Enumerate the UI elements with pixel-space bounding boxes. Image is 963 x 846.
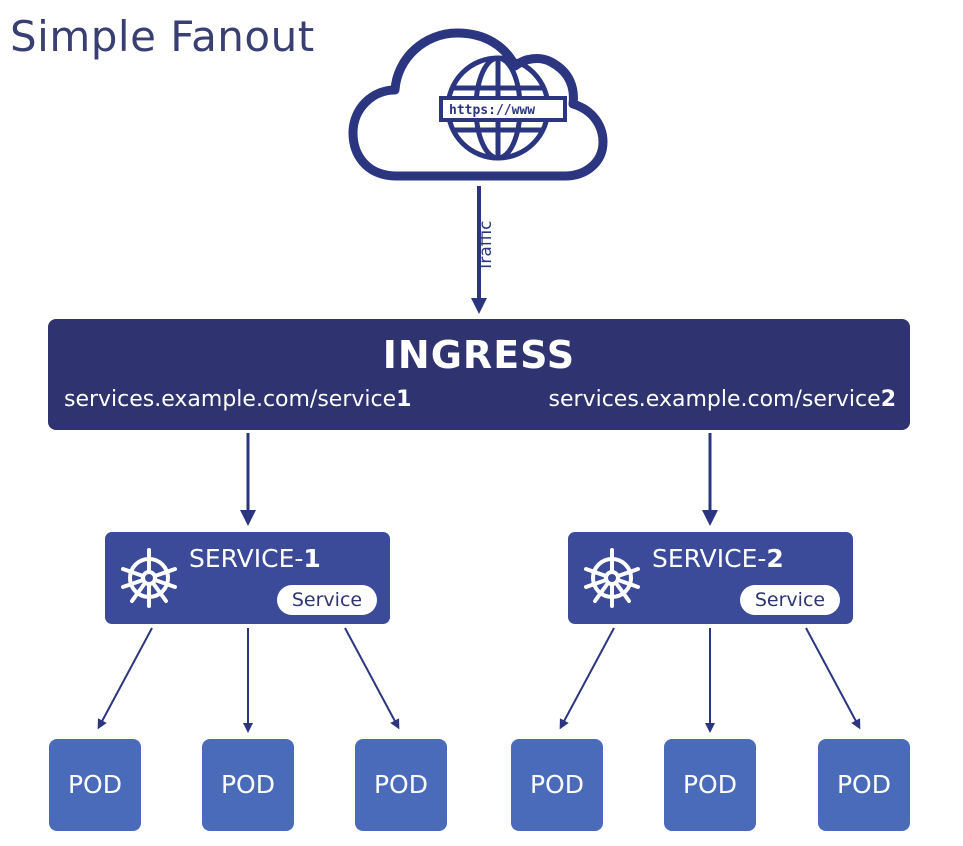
route-1-suffix: 1 <box>396 387 412 412</box>
service-1-box: SERVICE-1 Service <box>105 532 390 624</box>
ingress-route-1: services.example.com/service1 <box>64 387 411 412</box>
service-2-box: SERVICE-2 Service <box>568 532 853 624</box>
service-1-title-suffix: 1 <box>303 544 321 573</box>
service-2-title-suffix: 2 <box>766 544 784 573</box>
route-2-prefix: services.example.com/service <box>548 387 881 412</box>
service-2-to-pod-4-arrow <box>559 627 615 730</box>
pod-box: POD <box>818 739 910 831</box>
traffic-label: Traffic <box>476 220 496 272</box>
pod-box: POD <box>202 739 294 831</box>
ingress-title: INGRESS <box>382 333 576 377</box>
route-2-suffix: 2 <box>880 387 896 412</box>
service-2-to-pod-6-arrow <box>805 627 861 730</box>
service-1-title: SERVICE-1 <box>189 544 321 573</box>
pod-box: POD <box>664 739 756 831</box>
service-2-badge: Service <box>740 585 840 615</box>
pod-box: POD <box>355 739 447 831</box>
service-2-title-prefix: SERVICE- <box>652 544 767 573</box>
diagram-title: Simple Fanout <box>10 12 315 61</box>
ingress-route-2: services.example.com/service2 <box>549 387 896 412</box>
service-1-to-pod-1-arrow <box>97 627 153 730</box>
kubernetes-helm-icon <box>584 548 640 608</box>
cloud-url-label: https://www <box>449 103 535 118</box>
service-1-to-pod-3-arrow <box>344 627 400 730</box>
service-2-title: SERVICE-2 <box>652 544 784 573</box>
service-1-badge: Service <box>277 585 377 615</box>
ingress-box: INGRESS services.example.com/service1 se… <box>48 319 910 430</box>
pod-box: POD <box>511 739 603 831</box>
kubernetes-helm-icon <box>121 548 177 608</box>
pod-box: POD <box>49 739 141 831</box>
service-1-title-prefix: SERVICE- <box>189 544 304 573</box>
route-1-prefix: services.example.com/service <box>64 387 397 412</box>
cloud-icon: https://www <box>348 28 608 181</box>
